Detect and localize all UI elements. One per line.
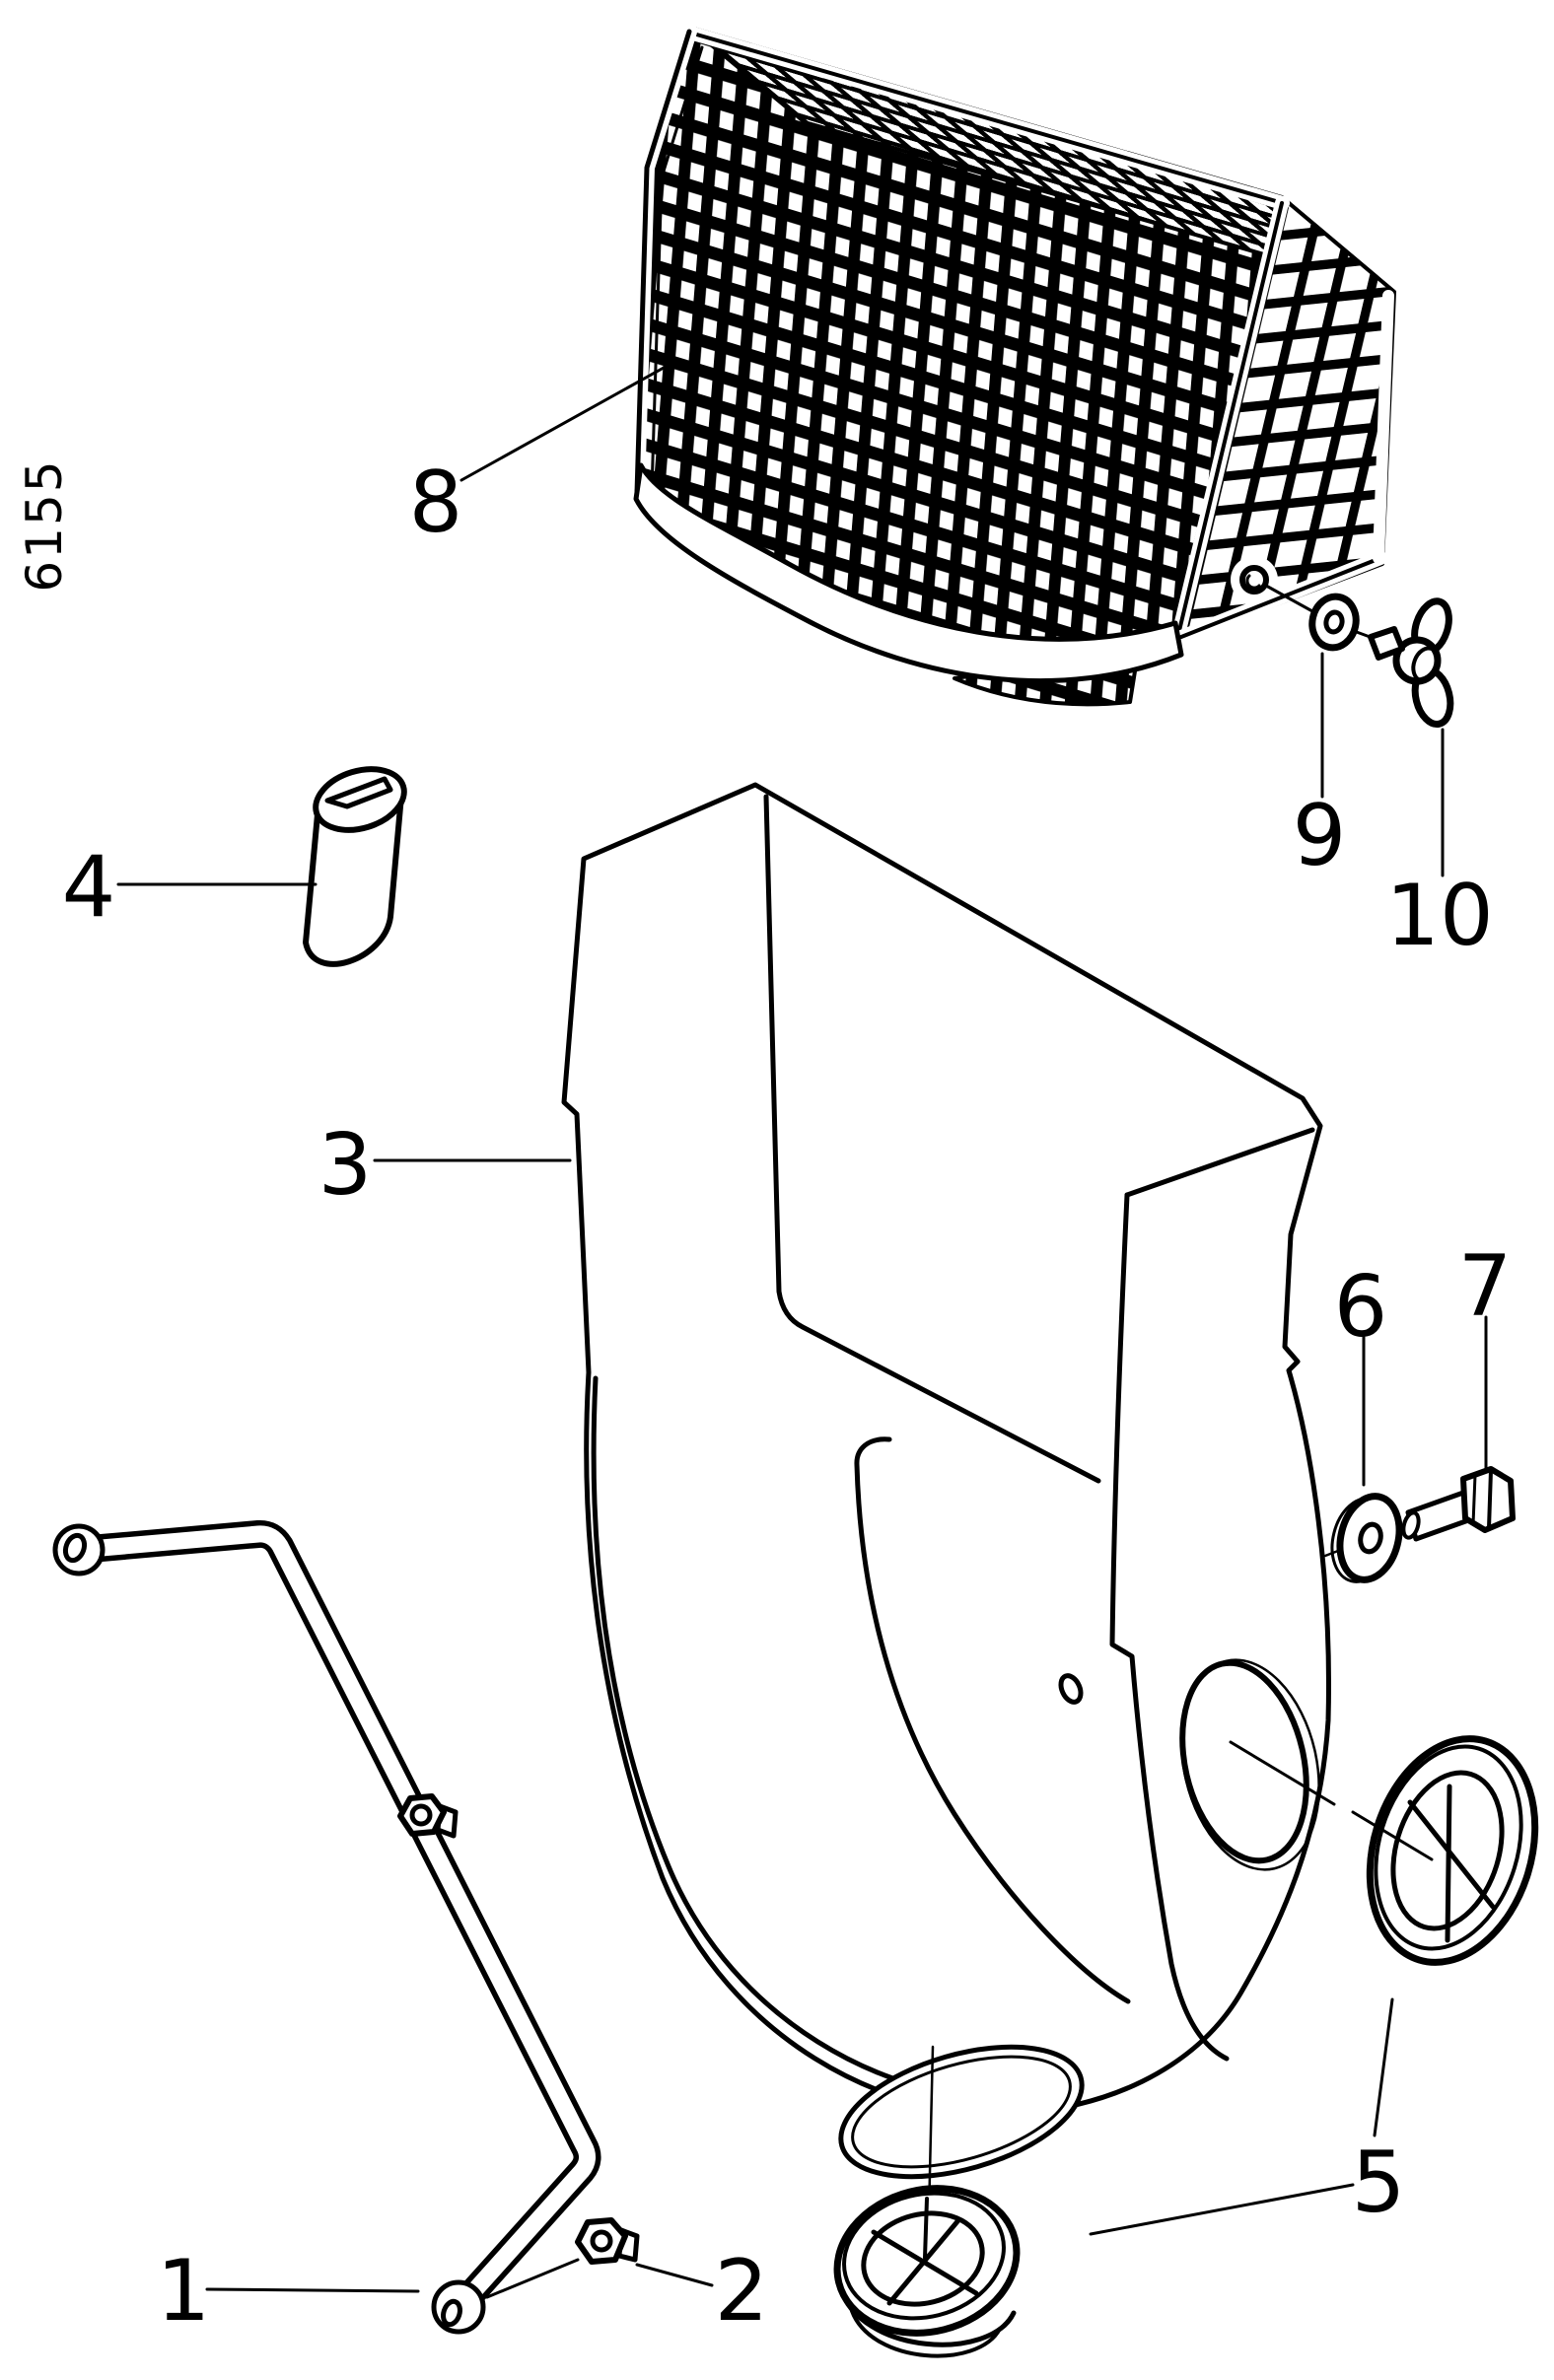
leader-line-1 [205, 2287, 420, 2293]
leader-line-5b [1089, 2183, 1355, 2236]
housing-bottom-opening [838, 2044, 1085, 2180]
drawing-number: 6155 [16, 458, 73, 592]
housing-outline [561, 782, 1331, 2117]
rod-eyelet [52, 1523, 106, 1576]
callout-5: 5 [1352, 2134, 1406, 2232]
part-8-debris-screen [629, 24, 1396, 707]
part-4-plug [303, 766, 407, 967]
part-5-grommet-lower [833, 2045, 1021, 2358]
part-6-washer [1323, 1493, 1420, 1583]
callout-3: 3 [318, 1116, 373, 1215]
leader-line-2a [485, 2258, 580, 2299]
callout-6: 6 [1334, 1258, 1388, 1357]
leader-line-5-dashed [1229, 1740, 1434, 1861]
rod-center-nut [397, 1793, 459, 1839]
housing-panel-top-edge [1124, 1127, 1315, 1198]
callout-2: 2 [715, 2242, 769, 2341]
leader-line-2b [635, 2263, 714, 2287]
screen-bottom-band [633, 462, 1184, 684]
callout-10: 10 [1385, 867, 1493, 965]
callout-1: 1 [157, 2242, 211, 2341]
part-7-hex-bolt [1401, 1466, 1516, 1542]
plug-slot [324, 776, 393, 809]
housing-side-hole [1179, 1659, 1309, 1864]
leader-line-8 [459, 361, 674, 482]
part-2-hex-nut [575, 2217, 640, 2265]
housing-scroll-mouth [854, 1436, 1131, 2004]
part-9-washer [1264, 584, 1375, 652]
part-1-brace-rod [52, 1519, 601, 2335]
callout-8: 8 [409, 454, 463, 552]
housing-small-hole [1058, 1673, 1084, 1705]
part-5-grommet-upper [1366, 1735, 1539, 1966]
housing-panel-edge [1109, 1192, 1230, 2062]
part-3-blower-housing [561, 782, 1331, 2180]
part-10-wing-nut [1368, 597, 1454, 728]
callout-9: 9 [1293, 787, 1347, 885]
housing-scroll-lip [591, 1375, 1007, 2101]
callout-4: 4 [62, 838, 116, 937]
housing-front-fold [763, 794, 1101, 1484]
callout-7: 7 [1458, 1237, 1513, 1336]
leader-line-5a [1373, 1997, 1394, 2137]
leader-lines [116, 361, 1488, 2299]
